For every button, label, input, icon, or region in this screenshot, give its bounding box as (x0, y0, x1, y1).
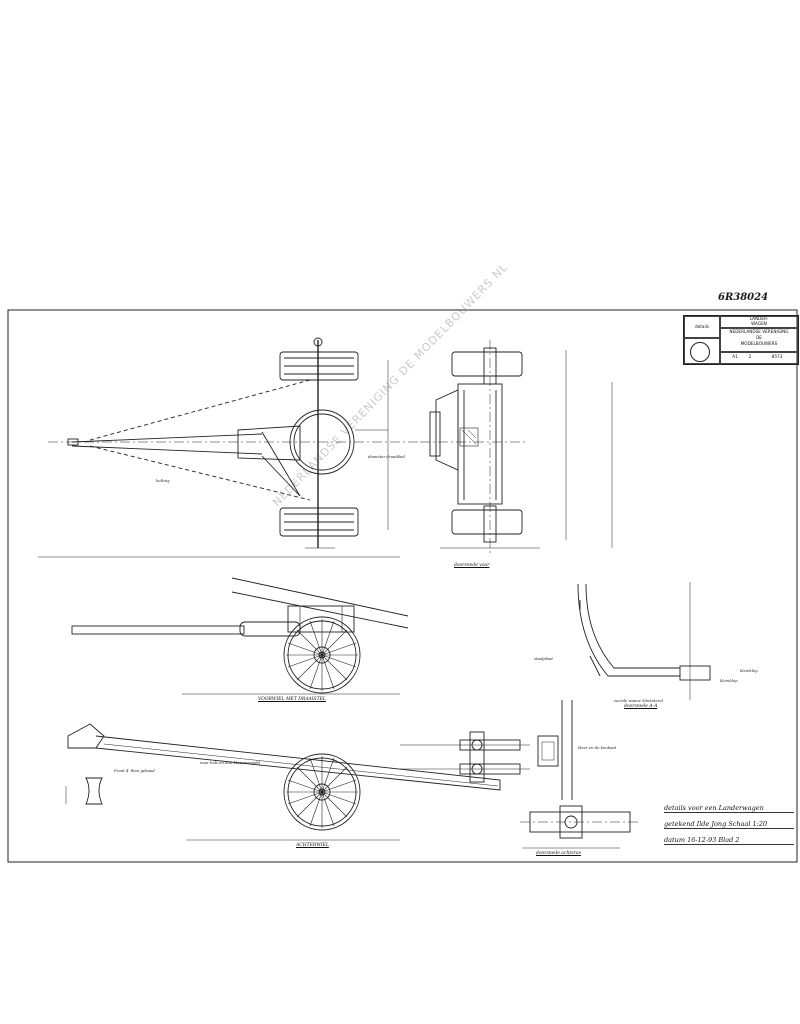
rear-section-view (520, 700, 640, 849)
title-line2: WAGEN (751, 321, 767, 326)
sheet-number: 2 (748, 354, 752, 359)
association-seal-icon (690, 342, 710, 362)
front-wheel-side-view (71, 577, 409, 695)
title-line1: LANDER- (749, 316, 769, 321)
caption-rear-wheel-view: ACHTERWIEL (296, 843, 329, 848)
annotation-detail-left: staalplaat (534, 656, 553, 661)
caption-detail-section: doorsnede A-A (624, 704, 658, 709)
front-top-view (38, 337, 420, 558)
annotation-bolting: bolting (156, 478, 170, 483)
association-line3: MODELBOUWERS (740, 341, 778, 346)
note-line-3: datum 16-12-93 Blad 2 (664, 832, 794, 848)
front-section-view (420, 340, 613, 556)
rear-axle-top-view (400, 731, 530, 783)
detail-section-view (577, 582, 711, 700)
annotation-rear-note: naar hals en duit klaarmaandel (200, 760, 261, 765)
annotation-wheel-diameter: diameter draaiblad (368, 454, 405, 459)
association-line1: NEDERLANDSE VERENIGING (729, 329, 789, 334)
drawing-number: 8573 (771, 354, 783, 359)
rear-wheel-side-view (65, 723, 501, 841)
sheet-border (7, 309, 798, 863)
reference-number: 6R38024 (718, 292, 769, 303)
association-line2: DE (756, 335, 762, 340)
title-left-label: details (695, 324, 709, 329)
annotation-detail-right: kleinklep (720, 678, 738, 683)
small-mark: A1 (732, 354, 738, 359)
caption-front-section: doorsnede voor (454, 563, 490, 568)
annotation-axle-note: Front 4' than gebaud (114, 768, 155, 773)
annotation-detail-top: kleinklep. (740, 668, 759, 673)
note-line-2: getekend Ilde Jong Schaal 1:20 (664, 816, 794, 832)
title-block: details LANDER- WAGEN NEDERLANDSE VERENI… (683, 315, 799, 365)
annotation-detail-bottom: veerde wanne klinkaterel (614, 698, 663, 703)
annotation-rear-right: Hoer en de kenbaat (578, 745, 617, 750)
caption-rear-section: doorsnede achteras (536, 851, 582, 856)
caption-front-wheel-view: VOORWIEL MET DRAAISTEL (258, 697, 326, 702)
drawing-notes: details voor een Landerwagen getekend Il… (664, 800, 794, 848)
note-line-1: details voor een Landerwagen (664, 800, 794, 816)
